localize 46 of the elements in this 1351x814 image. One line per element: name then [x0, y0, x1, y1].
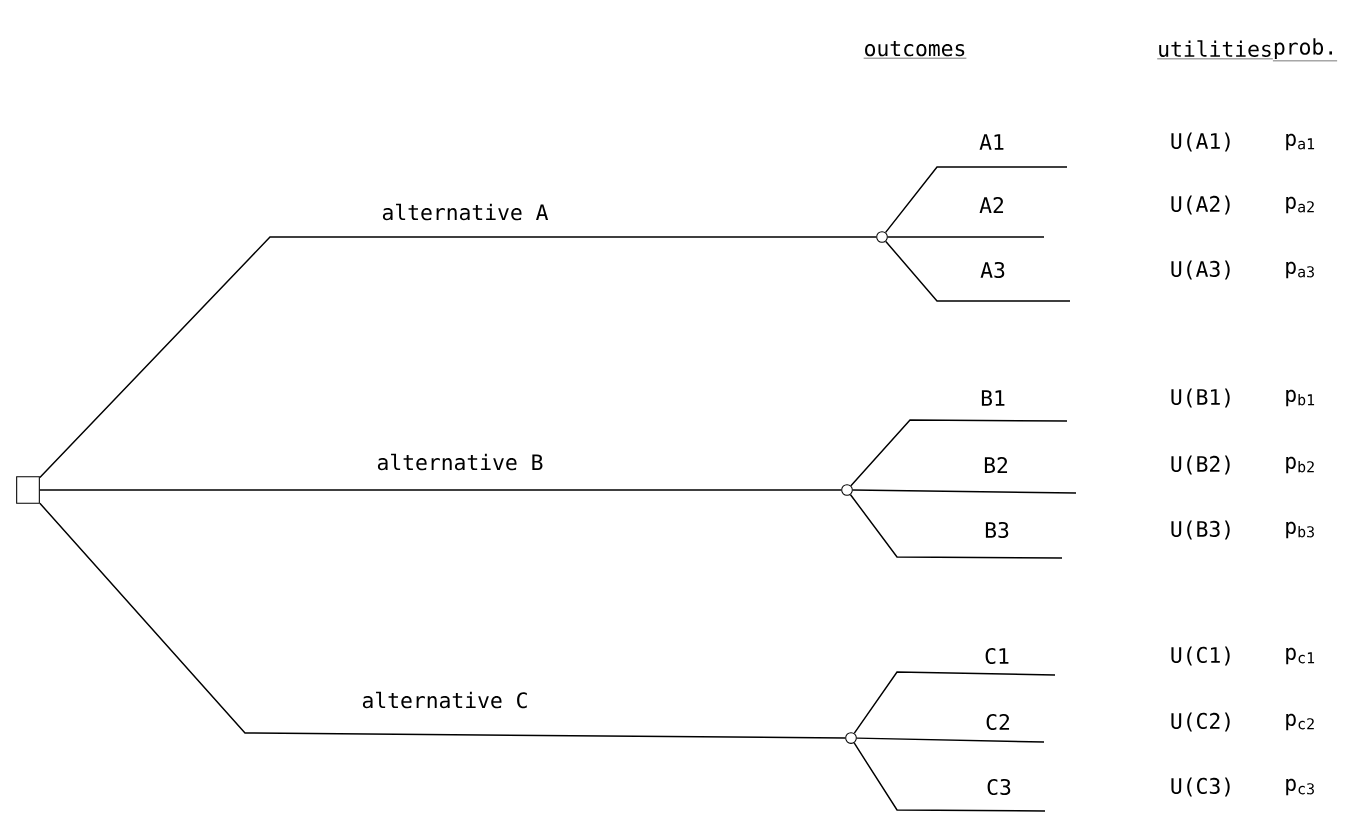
utility-label: U(B3) — [1171, 520, 1230, 540]
branch-line — [887, 236, 1045, 238]
probability-label: p$_{a3}$ — [1286, 261, 1314, 279]
edge-label: C3 — [984, 777, 1014, 797]
utility-label: U(B2) — [1171, 455, 1230, 475]
alternative-line — [39, 236, 877, 479]
alternative-line — [39, 502, 846, 739]
edge-label: alternative B — [375, 452, 545, 472]
probability-label: p$_{c3}$ — [1286, 778, 1314, 796]
edge-label: C1 — [982, 646, 1012, 666]
probability-label: p$_{c2}$ — [1286, 713, 1314, 731]
branch-line — [853, 671, 1056, 734]
column-header: outcomes — [863, 41, 967, 59]
branch-line — [884, 166, 1068, 234]
column-header: prob. — [1272, 38, 1338, 62]
edge-label: alternative C — [360, 690, 530, 710]
edge-label: B1 — [978, 388, 1008, 408]
edge-label: A3 — [978, 260, 1008, 280]
utility-label: U(C1) — [1171, 646, 1230, 666]
branch-line — [856, 737, 1045, 743]
branch-line — [852, 489, 1077, 494]
edge-label: A1 — [977, 132, 1007, 152]
utility-label: U(C3) — [1171, 777, 1230, 797]
probability-label: p$_{c1}$ — [1286, 647, 1315, 665]
edge-label: alternative A — [380, 202, 550, 222]
utility-label: U(C2) — [1171, 712, 1230, 732]
edge-label: B3 — [982, 520, 1012, 540]
branch-line — [885, 240, 1071, 302]
branch-line — [850, 419, 1068, 487]
branch-line — [849, 493, 1063, 559]
alternative-line — [39, 489, 842, 491]
probability-label: p$_{b3}$ — [1286, 521, 1314, 539]
edge-label: C2 — [983, 712, 1013, 732]
utility-label: U(B1) — [1171, 388, 1230, 408]
utility-label: U(A2) — [1171, 195, 1230, 215]
decision-square — [16, 476, 40, 504]
probability-label: p$_{b2}$ — [1286, 456, 1314, 474]
utility-label: U(A1) — [1171, 132, 1230, 152]
edge-label: B2 — [981, 455, 1011, 475]
branch-line — [853, 742, 1046, 812]
probability-label: p$_{a1}$ — [1286, 133, 1315, 151]
column-header: utilities — [1156, 40, 1274, 60]
edge-label: A2 — [977, 195, 1007, 215]
utility-label: U(A3) — [1171, 260, 1230, 280]
probability-label: p$_{a2}$ — [1286, 196, 1314, 214]
probability-label: p$_{b1}$ — [1286, 389, 1315, 407]
